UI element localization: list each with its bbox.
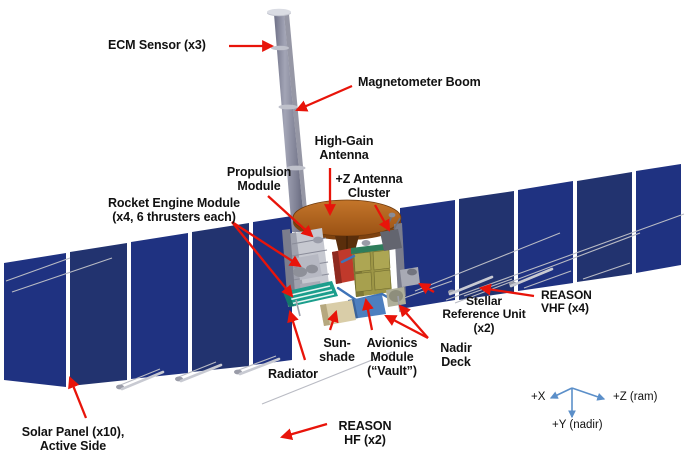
arrow-rocket-engine-2	[231, 221, 294, 298]
callout-nadir-deck: Nadir Deck	[440, 341, 472, 369]
axis-x-arrow	[549, 387, 573, 399]
arrow-avionics-module	[362, 297, 374, 331]
sun-shade	[320, 300, 356, 326]
callout-reason-hf: REASON HF (x2)	[338, 419, 392, 447]
spacecraft-bus	[282, 212, 420, 326]
avionics-vault	[351, 243, 392, 297]
callout-reason-vhf: REASON VHF (x4)	[541, 288, 592, 316]
axis-label-x: +X	[531, 391, 546, 403]
axis-label-y: +Y (nadir)	[552, 419, 603, 431]
arrow-reason-hf	[280, 422, 328, 441]
callout-rocket-engine-module: Rocket Engine Module (x4, 6 thrusters ea…	[107, 196, 241, 224]
arrow-nadir-deck-2	[384, 314, 429, 340]
arrow-propulsion-module	[267, 195, 314, 238]
stellar-reference-unit	[400, 267, 420, 287]
callout-solar-panel: Solar Panel (x10), Active Side	[21, 425, 125, 453]
arrow-sun-shade	[327, 310, 339, 331]
axis-triad	[549, 387, 606, 419]
axis-label-z: +Z (ram)	[613, 391, 658, 403]
callout-propulsion-module: Propulsion Module	[226, 165, 292, 193]
callout-stellar-reference-unit: Stellar Reference Unit (x2)	[442, 294, 526, 335]
callout-plus-z-antenna-cluster: +Z Antenna Cluster	[335, 172, 403, 200]
callout-arrows	[68, 40, 535, 441]
callout-magnetometer-boom: Magnetometer Boom	[358, 75, 481, 89]
arrow-radiator	[287, 310, 307, 361]
callout-radiator: Radiator	[268, 367, 318, 381]
arrow-magnetometer-boom	[295, 84, 353, 112]
ecm-sensor-rings	[271, 45, 306, 171]
arrow-reason-vhf	[478, 283, 535, 298]
callout-ecm-sensor: ECM Sensor (x3)	[108, 38, 206, 52]
magnetometer-boom	[267, 8, 309, 232]
callout-avionics-module: Avionics Module (“Vault”)	[366, 336, 418, 378]
arrow-nadir-deck	[398, 304, 429, 339]
arrow-plus-z-antenna	[373, 204, 391, 232]
arrow-rocket-engine	[231, 221, 302, 268]
solar-wing-left	[4, 216, 292, 391]
axis-z-arrow	[571, 387, 606, 401]
callout-high-gain-antenna: High-Gain Antenna	[314, 134, 374, 162]
callout-sun-shade: Sun- shade	[319, 336, 355, 364]
arrow-stellar-ref-unit	[418, 282, 435, 295]
arrow-solar-panel	[68, 376, 88, 419]
